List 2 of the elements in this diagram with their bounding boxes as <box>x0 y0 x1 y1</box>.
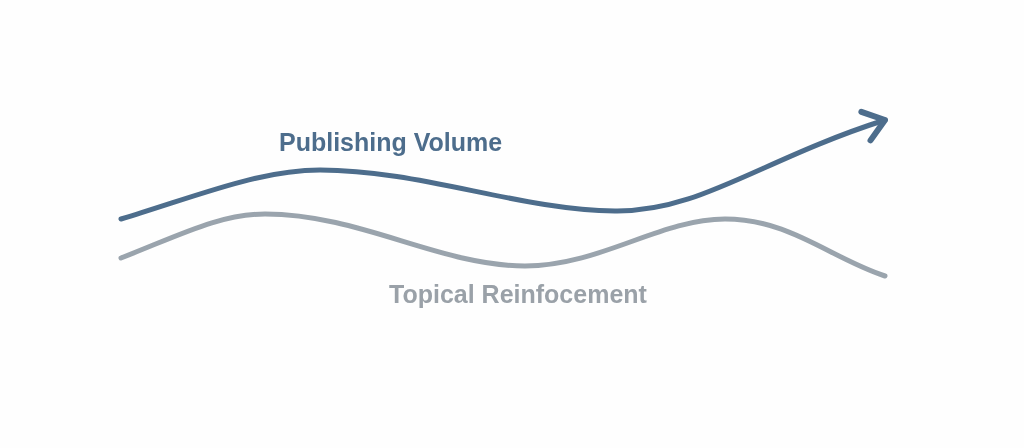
line-label: Publishing Volume <box>279 128 503 157</box>
line-label: Topical Reinfocement <box>389 280 647 309</box>
